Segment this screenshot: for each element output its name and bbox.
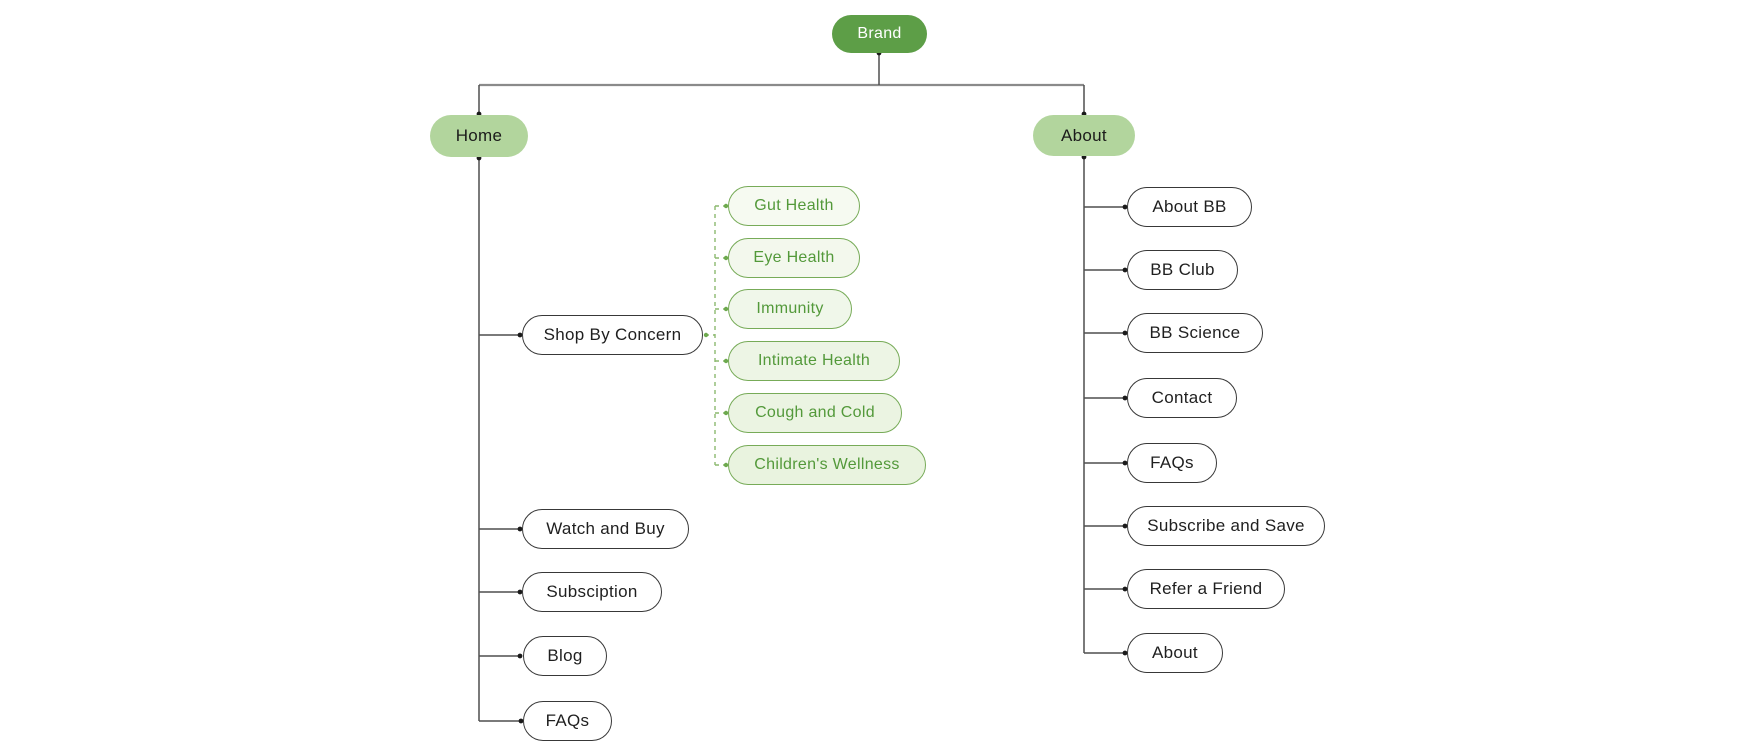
node-eye-health[interactable]: Eye Health xyxy=(728,238,860,278)
node-blog[interactable]: Blog xyxy=(523,636,607,676)
node-childrens-wellness[interactable]: Children's Wellness xyxy=(728,445,926,485)
connection-dots xyxy=(476,50,1128,724)
node-shop-by-concern[interactable]: Shop By Concern xyxy=(522,315,703,355)
node-about[interactable]: About xyxy=(1033,115,1135,156)
node-about-bb[interactable]: About BB xyxy=(1127,187,1252,227)
green-connection-dots xyxy=(703,203,729,468)
node-intimate-health[interactable]: Intimate Health xyxy=(728,341,900,381)
node-refer-a-friend[interactable]: Refer a Friend xyxy=(1127,569,1285,609)
node-home[interactable]: Home xyxy=(430,115,528,157)
node-bb-science[interactable]: BB Science xyxy=(1127,313,1263,353)
node-contact[interactable]: Contact xyxy=(1127,378,1237,418)
node-about-leaf[interactable]: About xyxy=(1127,633,1223,673)
node-subscribe-and-save[interactable]: Subscribe and Save xyxy=(1127,506,1325,546)
tree-connectors xyxy=(478,53,1126,722)
node-subsciption[interactable]: Subsciption xyxy=(522,572,662,612)
node-watch-and-buy[interactable]: Watch and Buy xyxy=(522,509,689,549)
node-faqs-about[interactable]: FAQs xyxy=(1127,443,1217,483)
node-immunity[interactable]: Immunity xyxy=(728,289,852,329)
node-cough-and-cold[interactable]: Cough and Cold xyxy=(728,393,902,433)
node-gut-health[interactable]: Gut Health xyxy=(728,186,860,226)
node-brand[interactable]: Brand xyxy=(832,15,927,53)
node-bb-club[interactable]: BB Club xyxy=(1127,250,1238,290)
node-faqs-home[interactable]: FAQs xyxy=(523,701,612,741)
dashed-connectors xyxy=(705,205,726,466)
